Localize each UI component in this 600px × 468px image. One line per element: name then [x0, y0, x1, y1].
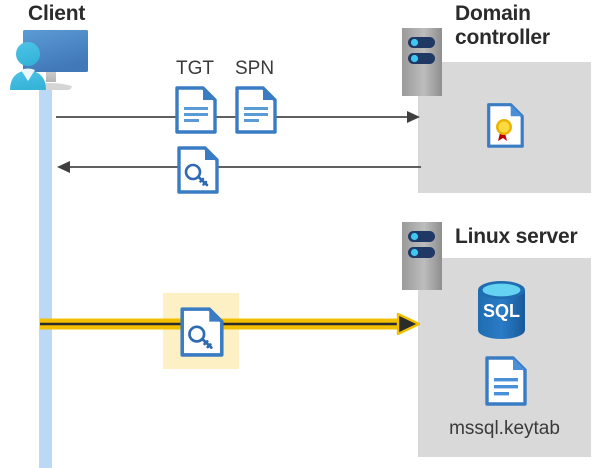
- linux-server-server-icon: [402, 222, 442, 290]
- linux-server-title: Linux server: [455, 225, 578, 248]
- keytab-document-icon: [485, 355, 527, 407]
- spn-label: SPN: [235, 58, 275, 79]
- message-service-ticket-arrow: [40, 313, 420, 335]
- sql-database-icon: SQL: [474, 279, 529, 341]
- domain-controller-title: Domain controller: [455, 2, 550, 49]
- client-title: Client: [28, 2, 86, 25]
- certificate-icon: [487, 103, 524, 148]
- message-request-arrow: [56, 108, 421, 126]
- spn-document-icon: [235, 86, 277, 134]
- service-ticket-key-document-icon: [180, 307, 224, 357]
- sql-label: SQL: [483, 301, 520, 321]
- tgt-label: TGT: [176, 58, 214, 79]
- message-response-arrow: [56, 158, 421, 176]
- client-lifeline: [39, 84, 52, 468]
- domain-controller-server-icon: [402, 28, 442, 96]
- client-computer-icon: [4, 28, 96, 98]
- tgt-document-icon: [175, 86, 217, 134]
- keytab-filename-label: mssql.keytab: [449, 418, 560, 439]
- response-key-document-icon: [177, 146, 219, 194]
